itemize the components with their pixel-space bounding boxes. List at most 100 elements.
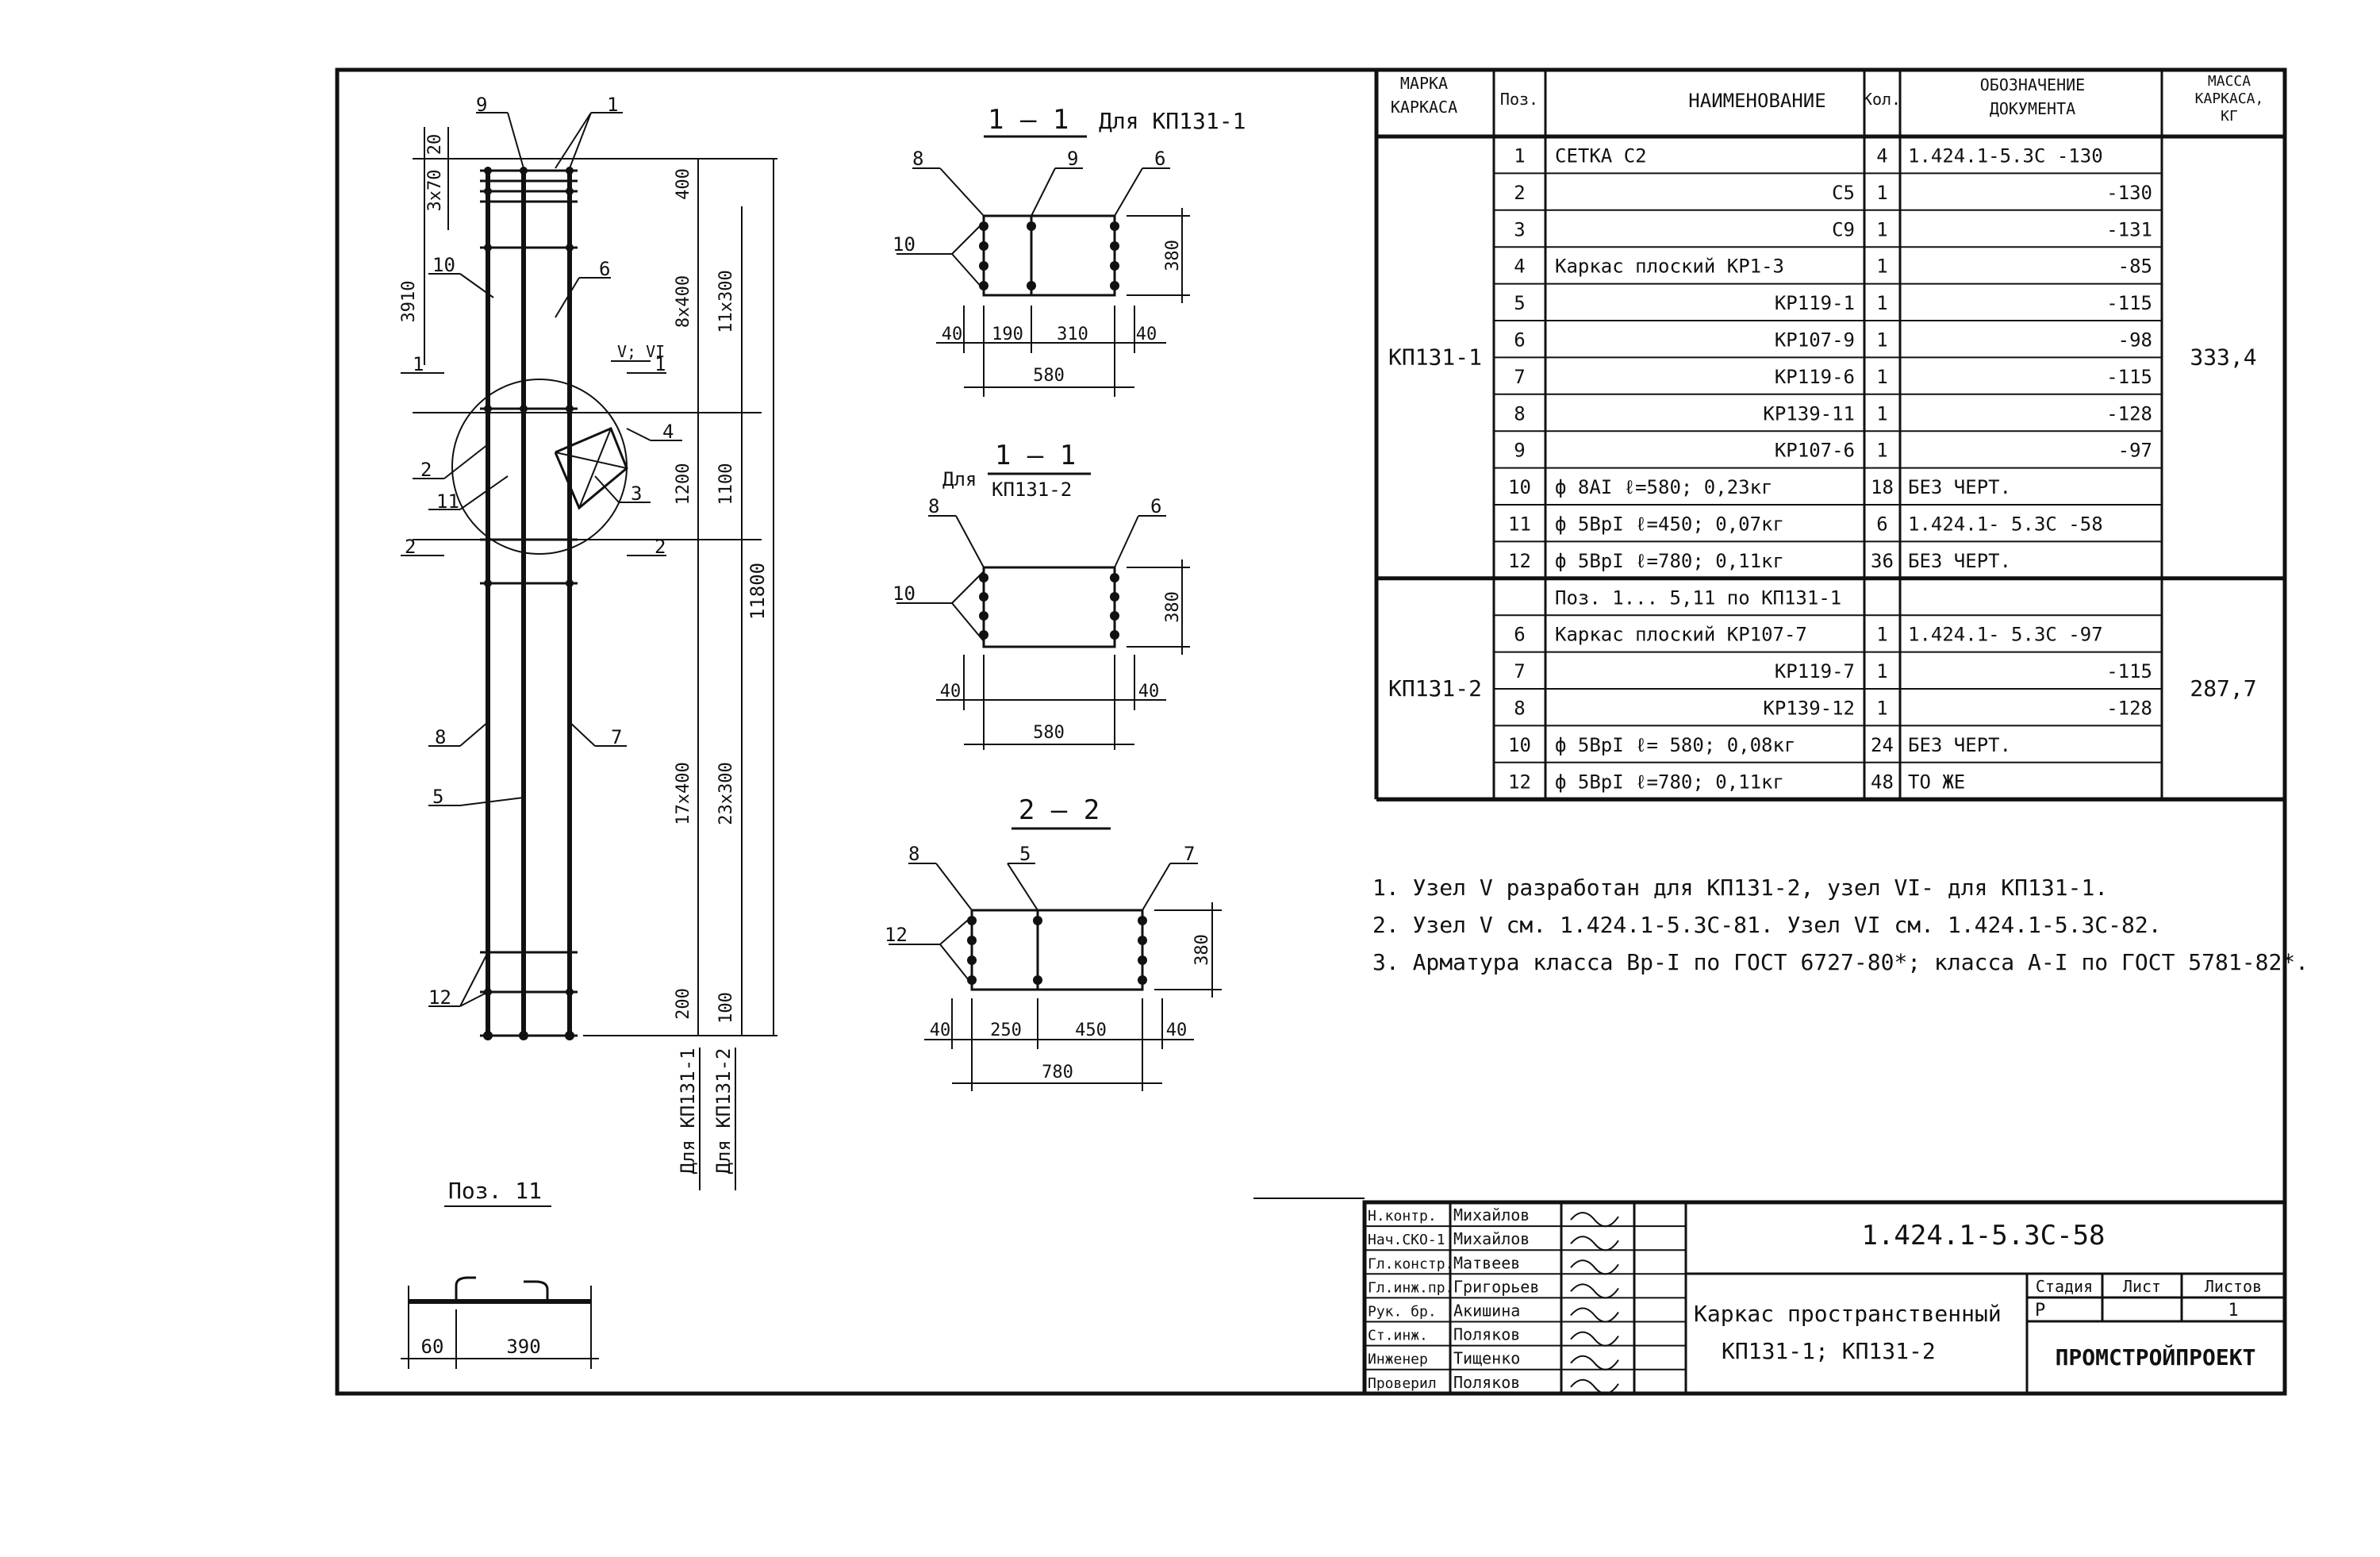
leader-6: 6 <box>599 258 610 280</box>
section-2-2: 2 — 2 8 5 7 12 40 250 <box>885 794 1222 1091</box>
section-mark-2-right: 2 <box>654 536 666 558</box>
signature-1 <box>1570 1236 1619 1251</box>
s1-dim-40a: 40 <box>942 325 963 344</box>
dim-11800: 11800 <box>747 563 769 620</box>
s3-dim-40a: 40 <box>930 1021 951 1040</box>
s2-dim-40b: 40 <box>1138 682 1160 702</box>
spec-g0-r9-doc: БЕЗ ЧЕРТ. <box>1908 476 2011 498</box>
spec-g1-r4-pos: 10 <box>1508 734 1531 756</box>
hdr-mass-2: КАРКАСА, <box>2195 90 2264 107</box>
spec-g0-r11-qty: 36 <box>1871 550 1894 572</box>
spec-g0-r8-name: КР107-6 <box>1775 440 1855 462</box>
spec-g0-r4-name: КР119-1 <box>1775 292 1855 314</box>
tb-role-3: Гл.инж.пр. <box>1368 1279 1453 1296</box>
leader-8: 8 <box>435 726 446 748</box>
s1-dim-580: 580 <box>1033 366 1065 386</box>
leader-1: 1 <box>607 94 618 116</box>
spec-mark-1: КП131-2 <box>1388 675 1482 702</box>
signature-7 <box>1570 1378 1619 1394</box>
spec-g1-r4-name: ф 5ВрI ℓ= 580; 0,08кг <box>1555 734 1795 756</box>
spec-g0-r10-doc: 1.424.1- 5.3С -58 <box>1908 513 2103 535</box>
s1-dim-190: 190 <box>992 325 1023 344</box>
notes: 1. Узел V разработан для КП131-2, узел V… <box>1372 875 2309 975</box>
spec-g1-r1-name: Каркас плоский КР107-7 <box>1555 624 1807 646</box>
spec-g1-r3-doc: -128 <box>2106 697 2152 719</box>
spec-g0-r4-qty: 1 <box>1876 292 1887 314</box>
s3-leader-8: 8 <box>908 843 919 865</box>
leader-11: 11 <box>436 490 459 513</box>
dim-100: 100 <box>716 992 736 1024</box>
s3-leader-5: 5 <box>1019 843 1031 865</box>
spec-g0-r0-pos: 1 <box>1514 144 1525 167</box>
spec-g0-r2-doc: -131 <box>2106 218 2152 240</box>
spec-g1-r2-doc: -115 <box>2106 660 2152 682</box>
spec-g0-r2-qty: 1 <box>1876 218 1887 240</box>
spec-g0-r10-name: ф 5ВрI ℓ=450; 0,07кг <box>1555 513 1784 535</box>
section-2-subtitle: КП131-2 <box>992 479 1072 501</box>
spec-g0-r1-name: С5 <box>1832 182 1855 204</box>
leader-5: 5 <box>432 786 443 808</box>
tb-role-2: Гл.констр. <box>1368 1255 1453 1272</box>
leader-4: 4 <box>662 421 674 443</box>
pos11-dim-390: 390 <box>506 1336 540 1358</box>
spec-g1-r3-name: КР139-12 <box>1763 697 1855 719</box>
s2-leader-6: 6 <box>1150 495 1161 517</box>
tb-role-1: Нач.СКО-1 <box>1368 1232 1445 1248</box>
section-3-title: 2 — 2 <box>1019 794 1100 826</box>
note-2: 2. Узел V см. 1.424.1-5.3С-81. Узел VI с… <box>1372 912 2162 938</box>
tb-role-4: Рук. бр. <box>1368 1304 1437 1321</box>
tb-role-5: Ст.инж. <box>1368 1328 1428 1344</box>
spec-g0-r5-name: КР107-9 <box>1775 329 1855 351</box>
tb-role-7: Проверил <box>1368 1375 1437 1392</box>
title-line-2: КП131-1; КП131-2 <box>1722 1338 1936 1364</box>
signature-0 <box>1570 1212 1619 1228</box>
spec-g0-r9-qty: 18 <box>1871 476 1894 498</box>
leader-7: 7 <box>611 726 622 748</box>
dim-200: 200 <box>674 988 693 1020</box>
spec-g0-r10-qty: 6 <box>1876 513 1887 535</box>
doc-code: 1.424.1-5.3С-58 <box>1861 1220 2105 1251</box>
dim-17x400: 17x400 <box>674 762 693 825</box>
s1-leader-9: 9 <box>1067 148 1078 170</box>
sheets-value: 1 <box>2228 1301 2238 1321</box>
spec-g0-r6-name: КР119-6 <box>1775 366 1855 388</box>
hdr-name: НАИМЕНОВАНИЕ <box>1688 90 1825 112</box>
spec-g0-r1-qty: 1 <box>1876 182 1887 204</box>
section-2-prefix: Для <box>942 468 977 490</box>
hdr-doc-1: ОБОЗНАЧЕНИЕ <box>1980 75 2085 94</box>
dim-3x70: 3x70 <box>425 170 445 212</box>
spec-g0-r3-qty: 1 <box>1876 256 1887 278</box>
s3-dim-40b: 40 <box>1166 1021 1188 1040</box>
spec-g0-r3-pos: 4 <box>1514 256 1525 278</box>
s3-dim-380: 380 <box>1192 934 1212 966</box>
spec-g1-r5-pos: 12 <box>1508 771 1531 793</box>
spec-g0-r8-pos: 9 <box>1514 440 1525 462</box>
spec-g1-r4-qty: 24 <box>1871 734 1894 756</box>
dim-3910: 3910 <box>399 281 419 323</box>
s1-leader-8: 8 <box>912 148 923 170</box>
stage-label: Стадия <box>2036 1277 2093 1296</box>
leader-2: 2 <box>420 459 432 481</box>
section-1-subtitle: Для КП131-1 <box>1099 108 1246 134</box>
spec-g0-r7-pos: 8 <box>1514 402 1525 425</box>
spec-g0-r2-pos: 3 <box>1514 218 1525 240</box>
spec-g1-r1-pos: 6 <box>1514 624 1525 646</box>
spec-g0-r0-name: СЕТКА С2 <box>1555 144 1647 167</box>
spec-g0-r3-name: Каркас плоский КР1-3 <box>1555 256 1784 278</box>
s2-dim-40a: 40 <box>940 682 962 702</box>
hdr-mass-3: КГ <box>2221 108 2238 125</box>
spec-g0-r4-doc: -115 <box>2106 292 2152 314</box>
spec-g1-r2-qty: 1 <box>1876 660 1887 682</box>
note-3: 3. Арматура класса Вр-I по ГОСТ 6727-80*… <box>1372 949 2309 975</box>
spec-g0-r5-pos: 6 <box>1514 329 1525 351</box>
spec-g0-r6-qty: 1 <box>1876 366 1887 388</box>
section-mark-2-left: 2 <box>405 536 416 558</box>
label-for-kp131-1: Для КП131-1 <box>677 1048 699 1174</box>
signature-4 <box>1570 1307 1619 1323</box>
spec-g1-r3-pos: 8 <box>1514 697 1525 719</box>
spec-g0-r11-name: ф 5ВрI ℓ=780; 0,11кг <box>1555 550 1784 572</box>
tb-name-7: Поляков <box>1453 1373 1520 1392</box>
s1-dim-380: 380 <box>1163 240 1183 271</box>
dim-1100: 1100 <box>716 463 736 506</box>
